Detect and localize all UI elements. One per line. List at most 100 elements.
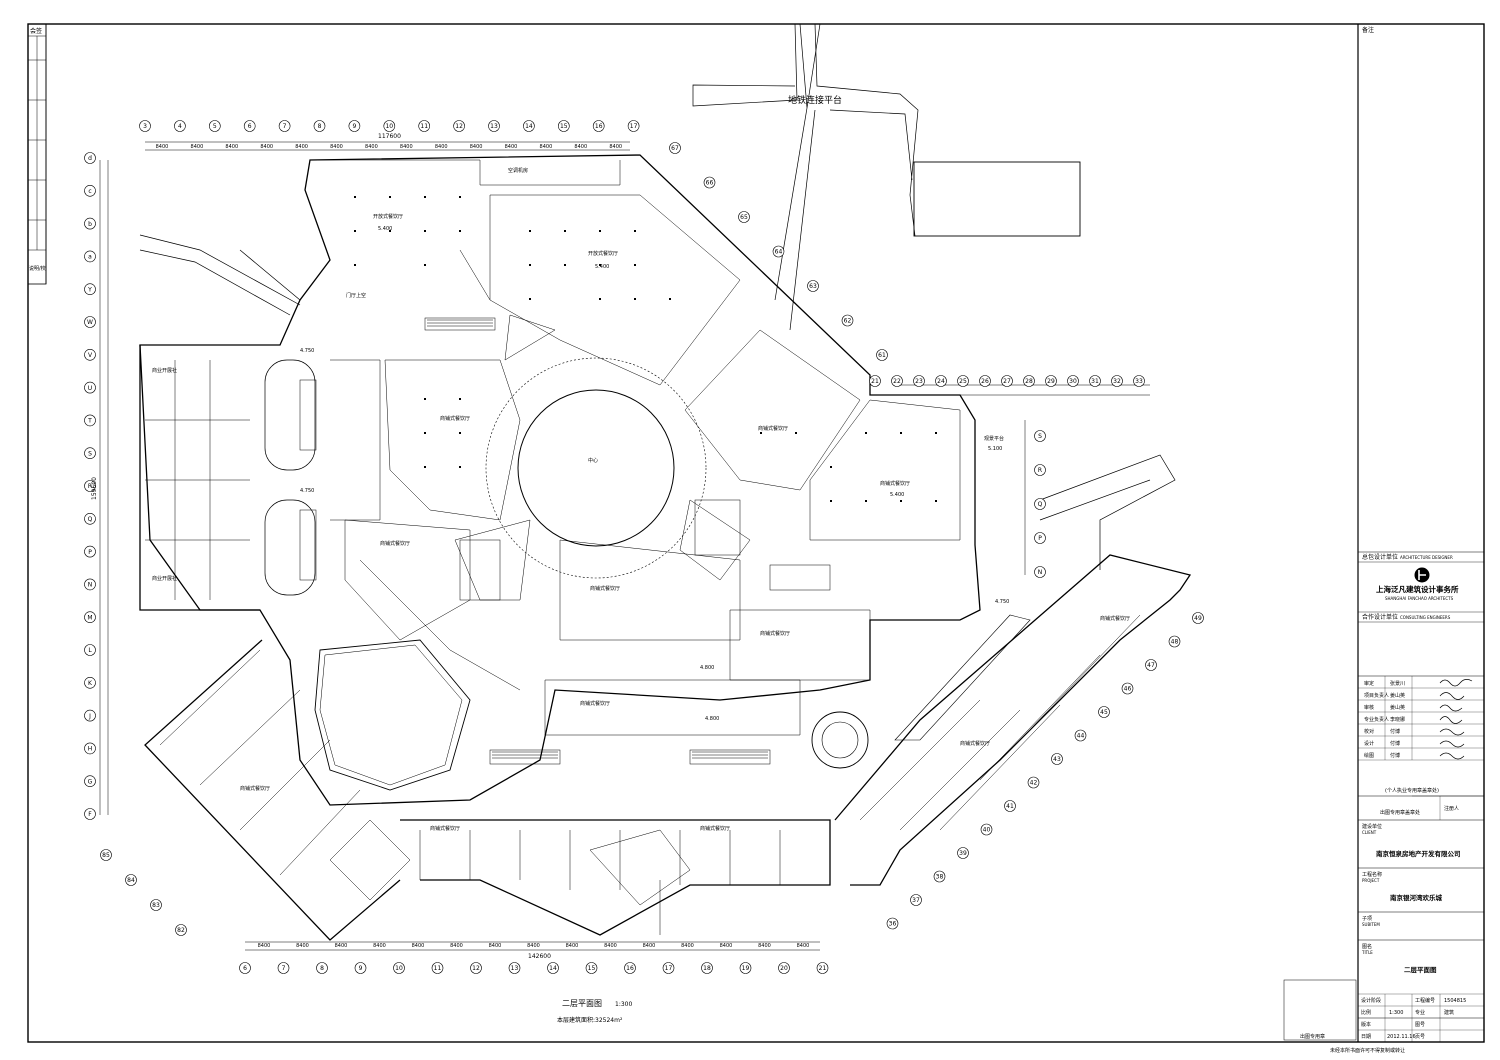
phase-label: 设计阶段 [1361, 997, 1381, 1004]
grid-rside-Q: Q [1038, 501, 1043, 508]
elev-5: 4.750 [300, 488, 314, 494]
dim-bottom-0: 8400 [258, 943, 271, 949]
left-column-bottom: 说明/校 [29, 265, 46, 272]
metro-bridge [692, 23, 1081, 331]
elev-4: 4.750 [300, 348, 314, 354]
name-6: 付博 [1390, 752, 1400, 759]
role-4: 校对 [1364, 728, 1374, 735]
name-2: 姜山英 [1390, 704, 1405, 711]
dim-top-5: 8400 [330, 144, 343, 150]
name-5: 付博 [1390, 740, 1400, 747]
grid-top-11: 11 [420, 123, 428, 130]
grid-diag-62: 62 [844, 318, 852, 325]
grid-left-G-circle [84, 775, 96, 788]
seal-label: 出图专用章盖章处 [1380, 809, 1420, 816]
grid-left-K-circle [84, 676, 96, 689]
grid-left-S-circle [84, 447, 96, 460]
grid-bottom-13: 13 [511, 965, 519, 972]
escalators [299, 317, 831, 765]
grid-left-V: V [88, 352, 93, 359]
grid-top-13: 13 [490, 123, 498, 130]
scale-value: 1:300 [1389, 1010, 1403, 1016]
grid-bottom-15: 15 [588, 965, 596, 972]
subitem-en: SUBITEM [1362, 922, 1380, 927]
dim-top-7: 8400 [400, 144, 413, 150]
room-shop-e: 商铺式餐饮厅 [760, 630, 790, 637]
grid-se-41-circle [1004, 800, 1016, 812]
grid-se-37: 37 [912, 897, 920, 904]
grid-left-a: a [88, 254, 92, 261]
grid-sw-85: 85 [102, 852, 110, 859]
grid-diag-61: 61 [878, 352, 886, 359]
dim-bottom-13: 8400 [758, 943, 771, 949]
grid-rtop-25: 25 [959, 378, 967, 385]
grid-sw-84: 84 [127, 877, 135, 884]
grid-rtop-24-circle [935, 375, 947, 387]
grid-left-V-circle [84, 348, 96, 361]
discipline-value: 建筑 [1444, 1009, 1454, 1016]
client-name: 南京恒泉房地产开发有限公司 [1376, 849, 1461, 858]
personal-stamp: (个人执业专用章盖章处) [1385, 787, 1439, 794]
grid-left-R-circle [84, 480, 96, 492]
grid-top-13-circle [488, 120, 500, 132]
dim-total-top: 117600 [378, 133, 401, 140]
grid-bottom-20: 20 [780, 965, 788, 972]
role-3: 专业负责人 [1364, 716, 1389, 723]
grid-se-39: 39 [959, 850, 967, 857]
grid-rtop-21: 21 [871, 378, 879, 385]
cooperation-label: 合作设计单位 [1362, 613, 1398, 621]
grid-se-41: 41 [1006, 803, 1014, 810]
grid-top-7: 7 [283, 123, 287, 130]
grid-rside-Q-circle [1034, 498, 1046, 510]
grid-rtop-32-circle [1111, 375, 1123, 387]
sheet-border [27, 23, 1485, 1043]
room-shop-j: 商铺式餐饮厅 [960, 740, 990, 747]
dim-top-10: 8400 [505, 144, 518, 150]
structural-columns [354, 196, 937, 502]
grid-se-39-circle [957, 847, 969, 859]
grid-rtop-28-circle [1023, 375, 1035, 387]
grid-bottom-8-circle [316, 962, 328, 974]
room-shop-d: 商铺式餐饮厅 [590, 585, 620, 592]
grid-diag-66-circle [703, 176, 716, 189]
grid-diag-65-circle [738, 211, 750, 223]
grid-bottom-21-circle [816, 962, 829, 974]
grid-left-F-circle [84, 808, 96, 820]
grid-diag-63: 63 [809, 283, 817, 290]
grid-se-46: 46 [1124, 686, 1132, 693]
dim-bottom-5: 8400 [450, 943, 463, 949]
role-1: 项目负责人 [1364, 692, 1389, 699]
grid-top-12: 12 [455, 123, 463, 130]
grid-se-40-circle [980, 823, 993, 836]
elev-9: 5.100 [988, 446, 1002, 452]
grid-bottom-6-circle [239, 962, 251, 974]
grid-se-48: 48 [1171, 639, 1179, 646]
elev-7: 4.800 [700, 665, 714, 671]
grid-left-T-circle [84, 414, 96, 427]
name-1: 姜山英 [1390, 692, 1405, 699]
grid-left-Y: Y [87, 286, 92, 293]
grid-diag-66: 66 [706, 180, 714, 187]
grid-left-N-circle [84, 578, 96, 591]
grid-bottom-9-circle [354, 962, 367, 974]
grid-bottom-7-circle [277, 962, 290, 974]
dim-top-6: 8400 [365, 144, 378, 150]
grid-bottom-7: 7 [282, 965, 286, 972]
grid-se-45-circle [1098, 706, 1110, 718]
grid-bottom-12: 12 [472, 965, 480, 972]
room-shop-g: 商铺式餐饮厅 [430, 825, 460, 832]
grid-diag-67: 67 [671, 145, 679, 152]
grid-rtop-22: 22 [893, 378, 901, 385]
grid-rtop-22-circle [891, 375, 903, 387]
grid-rtop-26: 26 [981, 378, 989, 385]
grid-diag-63-circle [807, 280, 819, 292]
grid-rside-S-circle [1034, 430, 1046, 442]
grid-rside-R: R [1038, 467, 1042, 474]
dim-bottom-8: 8400 [566, 943, 579, 949]
grid-se-38-circle [933, 870, 946, 883]
grid-bottom-20-circle [778, 962, 790, 974]
dim-bottom-7: 8400 [527, 943, 540, 949]
grid-se-42-circle [1027, 776, 1040, 789]
grid-bottom-19: 19 [742, 965, 750, 972]
